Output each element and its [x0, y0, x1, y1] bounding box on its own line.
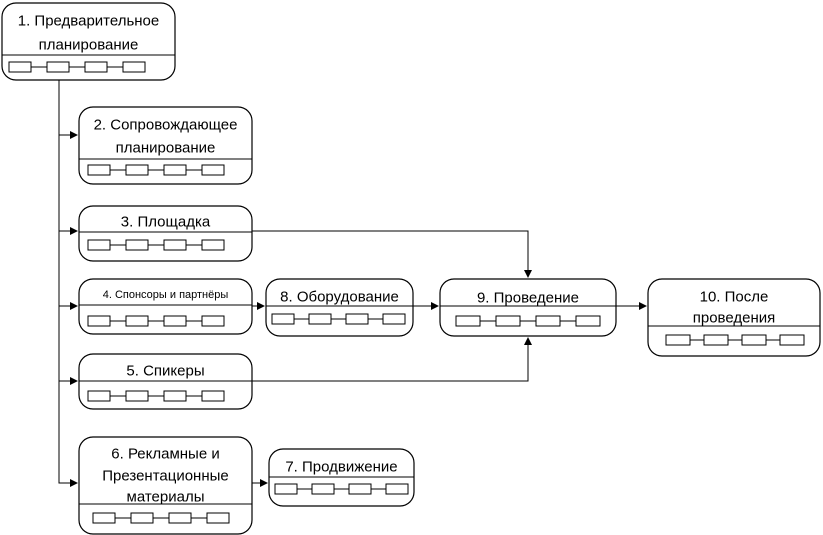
connector-n1-to-n3 [58, 135, 78, 235]
mini-timeline-block [206, 512, 230, 524]
node-n7: 7. Продвижение [268, 448, 415, 507]
node-box [647, 278, 821, 357]
connector-n1-to-n4 [58, 231, 78, 310]
connector-n5-to-n9 [252, 337, 532, 382]
connector-n1-to-n2 [58, 90, 78, 139]
mini-timeline-block [703, 334, 729, 346]
mini-timeline-block [345, 313, 369, 325]
node-box [1, 2, 176, 81]
mini-timeline-block [348, 483, 372, 495]
mini-timeline-block [125, 164, 149, 176]
node-label-line: 10. После [700, 289, 769, 306]
mini-timeline-block [665, 334, 691, 346]
node-label-line: 5. Спикеры [126, 363, 204, 380]
mini-timeline-block [163, 239, 187, 251]
mini-timeline-block [575, 315, 601, 327]
mini-timeline-block [201, 164, 225, 176]
node-n10: 10. После проведения [647, 278, 821, 357]
mini-timeline-block [311, 483, 335, 495]
mini-timeline-block [385, 483, 409, 495]
node-n8: 8. Оборудование [265, 278, 414, 337]
connector-n3-to-n9 [252, 230, 532, 278]
node-n3: 3. Площадка [78, 205, 253, 262]
mini-timeline-block [46, 61, 70, 73]
node-n6: 6. Рекламные и Презентационные материалы [78, 436, 253, 535]
mini-timeline-block [779, 334, 805, 346]
mini-timeline-block [163, 315, 187, 327]
node-label-line: 1. Предварительное [18, 13, 160, 30]
node-label-line: материалы [127, 489, 205, 506]
mini-timeline-block [122, 61, 146, 73]
mini-timeline-block [125, 390, 149, 402]
mini-timeline-block [201, 315, 225, 327]
node-label-line: 6. Рекламные и [111, 446, 219, 463]
mini-timeline-block [87, 239, 111, 251]
node-n1: 1. Предварительное планирование [1, 2, 176, 81]
node-label-line: 8. Оборудование [280, 289, 399, 306]
mini-timeline-block [535, 315, 561, 327]
mini-timeline-block [168, 512, 192, 524]
node-n2: 2. Сопровождающее планирование [78, 106, 253, 185]
mini-timeline-block [163, 390, 187, 402]
mini-timeline-block [382, 313, 406, 325]
node-box [265, 278, 414, 337]
mini-timeline-block [84, 61, 108, 73]
node-label-line: 4. Спонсоры и партнёры [103, 289, 229, 301]
mini-timeline-block [455, 315, 481, 327]
node-n4: 4. Спонсоры и партнёры [78, 278, 253, 335]
mini-timeline-block [741, 334, 767, 346]
mini-timeline-block [495, 315, 521, 327]
node-label-line: планирование [116, 140, 216, 157]
mini-timeline-block [201, 239, 225, 251]
node-label-line: проведения [693, 310, 776, 327]
connector-n1-to-n6 [58, 381, 78, 487]
mini-timeline-block [271, 313, 295, 325]
node-label-line: 3. Площадка [121, 214, 211, 231]
node-box [439, 278, 617, 337]
mini-timeline-block [201, 390, 225, 402]
mini-timeline-block [125, 315, 149, 327]
mini-timeline-block [92, 512, 116, 524]
node-label-line: Презентационные [102, 468, 229, 485]
node-box [78, 436, 253, 535]
mini-timeline-block [308, 313, 332, 325]
mini-timeline-block [274, 483, 298, 495]
mini-timeline-block [8, 61, 32, 73]
mini-timeline-block [87, 315, 111, 327]
node-n5: 5. Спикеры [78, 353, 253, 410]
mini-timeline-block [130, 512, 154, 524]
mini-timeline-block [87, 164, 111, 176]
mini-timeline-block [125, 239, 149, 251]
node-label-line: 9. Проведение [477, 290, 579, 307]
node-label-line: 2. Сопровождающее [94, 117, 238, 134]
connector-n1-to-n5 [58, 306, 78, 385]
connectors [58, 80, 647, 487]
node-label-line: планирование [39, 37, 139, 54]
mini-timeline-block [163, 164, 187, 176]
node-label-line: 7. Продвижение [285, 459, 397, 476]
mini-timeline-block [87, 390, 111, 402]
node-n9: 9. Проведение [439, 278, 617, 337]
